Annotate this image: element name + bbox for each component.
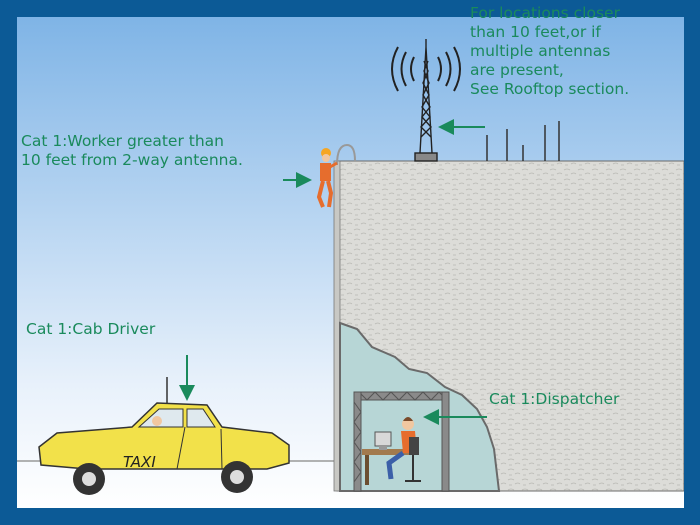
radio-wave-icon	[391, 46, 461, 92]
rooftop-antennas	[486, 121, 560, 161]
label-rooftop-line2: than 10 feet,or if	[470, 23, 601, 41]
arrows	[179, 119, 487, 425]
label-rooftop-line1: For locations closer	[470, 4, 620, 22]
antenna-tower-icon	[414, 39, 438, 162]
label-rooftop-line5: See Rooftop section.	[470, 80, 630, 98]
worker-icon	[316, 143, 356, 208]
label-dispatcher: Cat 1:Dispatcher	[489, 390, 620, 408]
taxi-sign: TAXI	[123, 453, 156, 471]
label-rooftop-line4: are present,	[470, 61, 564, 79]
label-cab-driver: Cat 1:Cab Driver	[26, 320, 156, 338]
label-rooftop: For locations closer than 10 feet,or if …	[470, 4, 629, 99]
taxi-icon: TAXI	[38, 377, 290, 495]
label-worker-line1: Cat 1:Worker greater than	[21, 132, 224, 150]
building	[333, 160, 684, 492]
label-worker-line2: 10 feet from 2-way antenna.	[21, 151, 243, 169]
label-worker: Cat 1:Worker greater than 10 feet from 2…	[21, 132, 243, 170]
dispatcher-icon	[362, 417, 421, 485]
label-rooftop-line3: multiple antennas	[470, 42, 611, 60]
scene: TAXI	[17, 17, 684, 508]
